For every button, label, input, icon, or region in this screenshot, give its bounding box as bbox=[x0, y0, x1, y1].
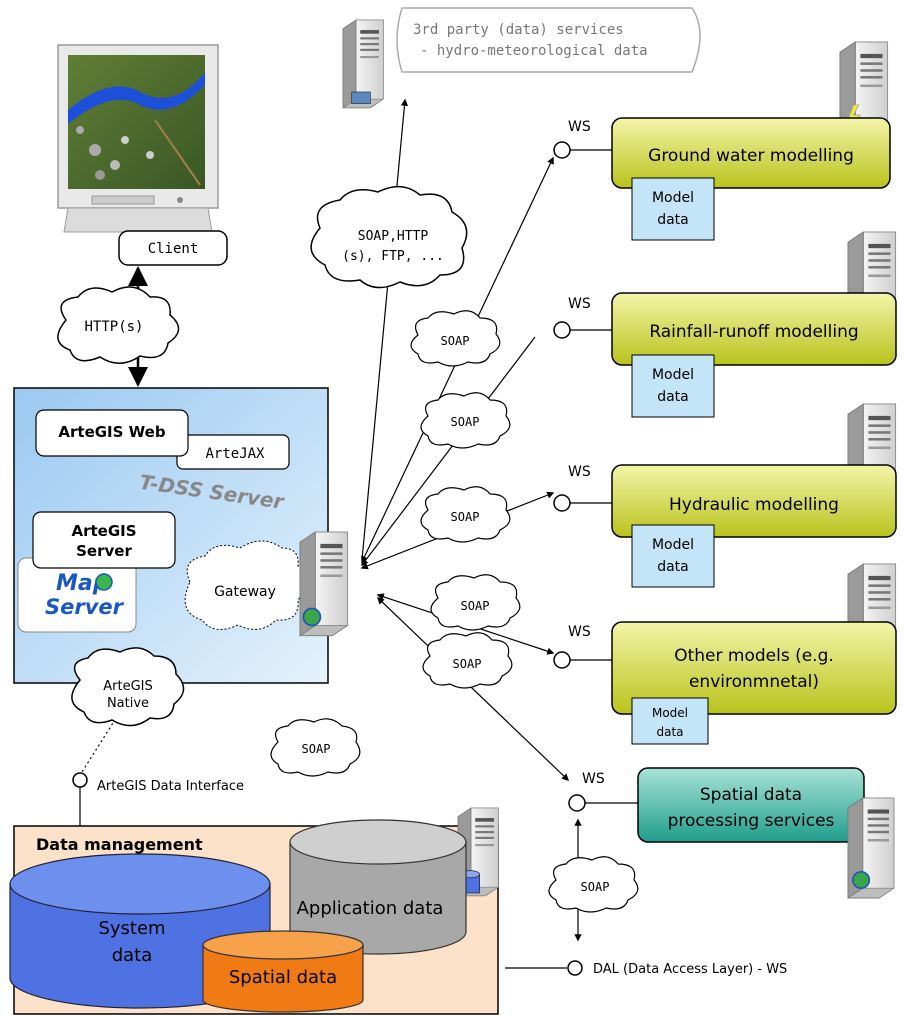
gateway-cloud: Gateway bbox=[184, 540, 306, 630]
model-data-line1: Model bbox=[652, 367, 694, 383]
cloud-icon bbox=[410, 310, 501, 367]
soap-cloud-2: SOAP bbox=[420, 392, 511, 449]
server-icon bbox=[847, 797, 895, 899]
gateway-label: Gateway bbox=[214, 584, 276, 600]
soap-label: SOAP bbox=[461, 599, 490, 613]
ws-endpoint-spatial[interactable]: WS bbox=[568, 771, 605, 812]
native-line1: ArteGIS bbox=[103, 679, 153, 694]
model-data-line1: Model bbox=[652, 706, 688, 720]
ws-label: WS bbox=[568, 464, 591, 480]
soap-cloud-5: SOAP bbox=[422, 632, 513, 689]
artegis-web-label: ArteGIS Web bbox=[58, 423, 165, 441]
cloud-icon bbox=[71, 647, 185, 727]
artejax-label: ArteJAX bbox=[205, 446, 265, 462]
soap-label: SOAP bbox=[453, 657, 482, 671]
spatial-data-label: Spatial data bbox=[229, 967, 337, 988]
model-data-line2: data bbox=[657, 559, 689, 575]
protocols-line2: (s), FTP, ... bbox=[342, 249, 444, 264]
system-data-line1: System bbox=[98, 918, 165, 939]
data-interface-label: ArteGIS Data Interface bbox=[97, 779, 244, 794]
folder-icon bbox=[351, 91, 371, 104]
model-data-line1: Model bbox=[652, 190, 694, 206]
client-label: Client bbox=[148, 241, 199, 257]
dal-endpoint[interactable]: DAL (Data Access Layer) - WS bbox=[567, 960, 787, 977]
soap-label: SOAP bbox=[581, 880, 610, 894]
http-cloud: HTTP(s) bbox=[57, 286, 180, 364]
soap-cloud-6: SOAP bbox=[548, 856, 639, 913]
model-hydraulic[interactable]: Hydraulic modelling Model data bbox=[611, 464, 897, 588]
third-party-line2: - hydro-meteorological data bbox=[420, 43, 648, 59]
cloud-icon bbox=[57, 286, 180, 364]
model-data-line2: data bbox=[656, 725, 683, 739]
model-title: Hydraulic modelling bbox=[669, 495, 839, 515]
soap-cloud-1: SOAP bbox=[410, 310, 501, 367]
cloud-icon bbox=[422, 632, 513, 689]
cloud-icon bbox=[184, 540, 306, 630]
globe-icon bbox=[95, 573, 113, 591]
monitor-icon bbox=[57, 44, 219, 233]
cloud-icon bbox=[420, 486, 511, 543]
http-label: HTTP(s) bbox=[84, 319, 143, 335]
soap-cloud-standalone: SOAP bbox=[270, 718, 361, 777]
soap-cloud-3: SOAP bbox=[420, 486, 511, 543]
third-party-services: 3rd party (data) services - hydro-meteor… bbox=[396, 7, 701, 73]
mapserver-server: Server bbox=[45, 595, 125, 619]
ws-endpoint-rainfall[interactable]: WS bbox=[553, 296, 591, 339]
spatial-data-db[interactable]: Spatial data bbox=[202, 930, 364, 1013]
spatial-services-line2: processing services bbox=[668, 811, 835, 831]
cloud-icon bbox=[270, 718, 361, 777]
client-node[interactable]: Client bbox=[118, 230, 228, 266]
model-title: Ground water modelling bbox=[648, 146, 854, 166]
native-cloud: ArteGIS Native bbox=[71, 647, 185, 727]
protocols-line1: SOAP,HTTP bbox=[358, 229, 429, 244]
ws-endpoint-hydraulic[interactable]: WS bbox=[553, 464, 591, 512]
ws-endpoint-groundwater[interactable]: WS bbox=[553, 119, 591, 159]
application-data-db[interactable]: Application data bbox=[289, 819, 467, 955]
system-data-line2: data bbox=[112, 945, 153, 966]
artegis-server-line2: Server bbox=[76, 542, 132, 560]
artegis-server-line1: ArteGIS bbox=[71, 522, 136, 540]
connection-lines bbox=[81, 98, 638, 969]
cloud-icon bbox=[420, 392, 511, 449]
native-line2: Native bbox=[107, 696, 149, 711]
model-data-line2: data bbox=[657, 389, 689, 405]
ws-endpoint-other[interactable]: WS bbox=[553, 624, 591, 669]
ws-label: WS bbox=[568, 624, 591, 640]
model-groundwater[interactable]: Ground water modelling Model data bbox=[611, 117, 891, 241]
spatial-services-line1: Spatial data bbox=[700, 785, 802, 805]
globe-icon bbox=[302, 607, 322, 627]
dal-label: DAL (Data Access Layer) - WS bbox=[593, 962, 787, 977]
soap-label: SOAP bbox=[302, 742, 331, 756]
cloud-icon bbox=[310, 186, 468, 289]
data-interface-endpoint[interactable]: ArteGIS Data Interface bbox=[72, 772, 244, 826]
globe-icon bbox=[852, 870, 871, 890]
model-title: Rainfall-runoff modelling bbox=[649, 322, 858, 342]
third-party-line1: 3rd party (data) services bbox=[413, 22, 624, 38]
model-data-line1: Model bbox=[652, 537, 694, 553]
model-rainfall[interactable]: Rainfall-runoff modelling Model data bbox=[611, 292, 897, 418]
soap-label: SOAP bbox=[451, 510, 480, 524]
protocols-cloud: SOAP,HTTP (s), FTP, ... bbox=[310, 186, 468, 289]
cloud-icon bbox=[430, 574, 521, 631]
artegis-server[interactable]: Map Server ArteGIS Server bbox=[17, 511, 176, 633]
model-title-line2: environmnetal) bbox=[689, 672, 819, 692]
ws-label: WS bbox=[568, 119, 591, 135]
server-icon bbox=[342, 19, 384, 109]
data-management-title: Data management bbox=[36, 835, 203, 854]
ws-label: WS bbox=[582, 771, 605, 787]
soap-label: SOAP bbox=[441, 334, 470, 348]
cloud-icon bbox=[548, 856, 639, 913]
soap-label: SOAP bbox=[451, 415, 480, 429]
spatial-services[interactable]: Spatial data processing services bbox=[637, 767, 865, 843]
application-data-label: Application data bbox=[297, 898, 444, 919]
model-title-line1: Other models (e.g. bbox=[674, 646, 834, 666]
server-icon bbox=[299, 531, 349, 637]
ws-label: WS bbox=[568, 296, 591, 312]
artegis-web[interactable]: ArteJAX ArteGIS Web bbox=[35, 409, 290, 470]
model-data-line2: data bbox=[657, 212, 689, 228]
soap-cloud-4: SOAP bbox=[430, 574, 521, 631]
model-other[interactable]: Other models (e.g. environmnetal) Model … bbox=[611, 621, 897, 745]
